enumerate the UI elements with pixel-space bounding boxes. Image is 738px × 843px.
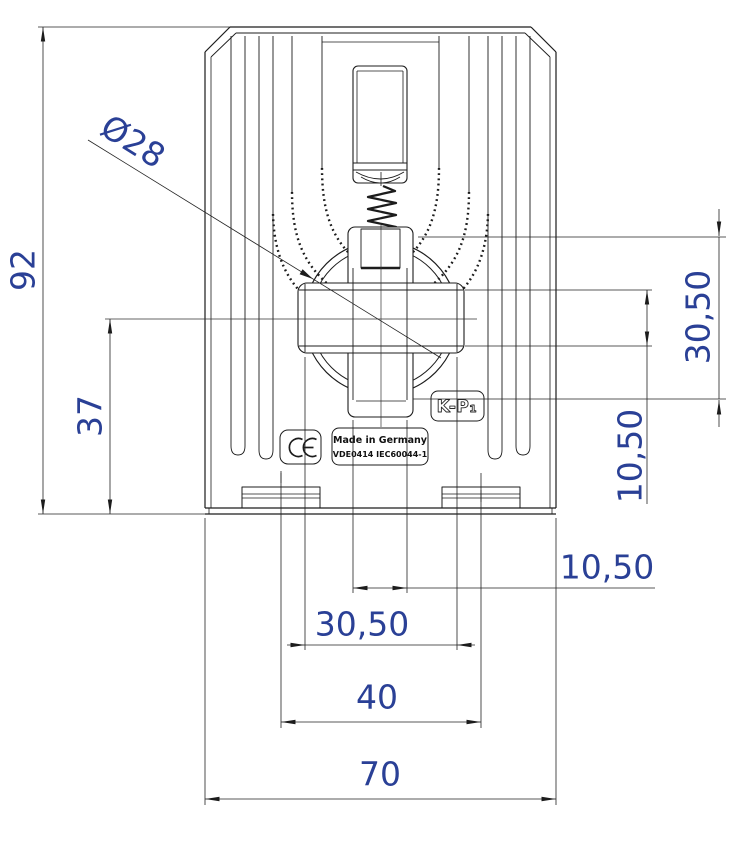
left-blade-inner bbox=[258, 36, 274, 460]
right-hatch-curve-1 bbox=[406, 167, 441, 259]
left-hatch-curve-1 bbox=[320, 167, 355, 259]
spring-coil bbox=[366, 184, 398, 233]
dim-text-70: 70 bbox=[359, 755, 401, 794]
terminal-collar-outer bbox=[355, 171, 405, 180]
dim-text-3050r: 30,50 bbox=[679, 270, 718, 364]
dimension-10-50-right: 10,50 bbox=[465, 289, 652, 504]
ce-box bbox=[279, 429, 322, 465]
terminal-body bbox=[352, 65, 408, 184]
ce-letter-c bbox=[288, 437, 303, 458]
chamfer-right bbox=[530, 26, 557, 53]
dimensions: 92 37 Ø28 30,50 bbox=[4, 26, 726, 805]
right-blade-inner bbox=[487, 36, 503, 460]
dimension-40: 40 bbox=[280, 473, 482, 728]
terminal-marking-label: K-P₁ bbox=[430, 390, 485, 422]
dimension-30-50-right: 30,50 bbox=[413, 209, 726, 427]
ce-mark-icon bbox=[279, 429, 322, 465]
dim-text-92: 92 bbox=[4, 249, 43, 291]
made-in-germany-label: Made in Germany VDE0414 IEC60044-1 bbox=[331, 427, 429, 466]
mounting-feet bbox=[241, 471, 521, 509]
dimension-70: 70 bbox=[204, 518, 557, 805]
dim-text-1050r: 10,50 bbox=[611, 409, 650, 503]
leader-arrow-dia28 bbox=[299, 269, 313, 279]
standards-text: VDE0414 IEC60044-1 bbox=[333, 450, 428, 459]
dim-text-dia28: Ø28 bbox=[94, 107, 172, 176]
dim-text-1050b: 10,50 bbox=[560, 548, 654, 587]
terminal-marking-box bbox=[430, 390, 485, 422]
left-hatch-curve-2 bbox=[290, 191, 331, 287]
dim-text-3050b: 30,50 bbox=[315, 605, 409, 644]
dimension-37: 37 bbox=[71, 319, 113, 514]
dimension-92: 92 bbox=[4, 26, 230, 515]
made-in-germany-text: Made in Germany bbox=[333, 435, 428, 446]
chamfer-left-inner bbox=[210, 32, 237, 58]
left-wing-ribs bbox=[230, 36, 439, 460]
terminal-block bbox=[352, 65, 408, 186]
leader-line-dia28 bbox=[87, 139, 442, 359]
ce-letter-e-arc bbox=[302, 437, 317, 458]
centerlines bbox=[105, 225, 477, 427]
dimension-10-50-bottom: 10,50 bbox=[352, 420, 655, 593]
dim-text-37: 37 bbox=[71, 395, 110, 437]
chamfer-right-inner bbox=[524, 32, 551, 58]
made-in-germany-box bbox=[331, 427, 429, 466]
right-wing-ribs bbox=[406, 36, 531, 460]
dimension-30-50-bottom: 30,50 bbox=[287, 357, 475, 650]
left-blade-outer bbox=[230, 36, 246, 456]
dim-text-40: 40 bbox=[356, 678, 398, 717]
chamfer-left bbox=[204, 26, 231, 53]
right-blade-outer bbox=[515, 36, 531, 456]
